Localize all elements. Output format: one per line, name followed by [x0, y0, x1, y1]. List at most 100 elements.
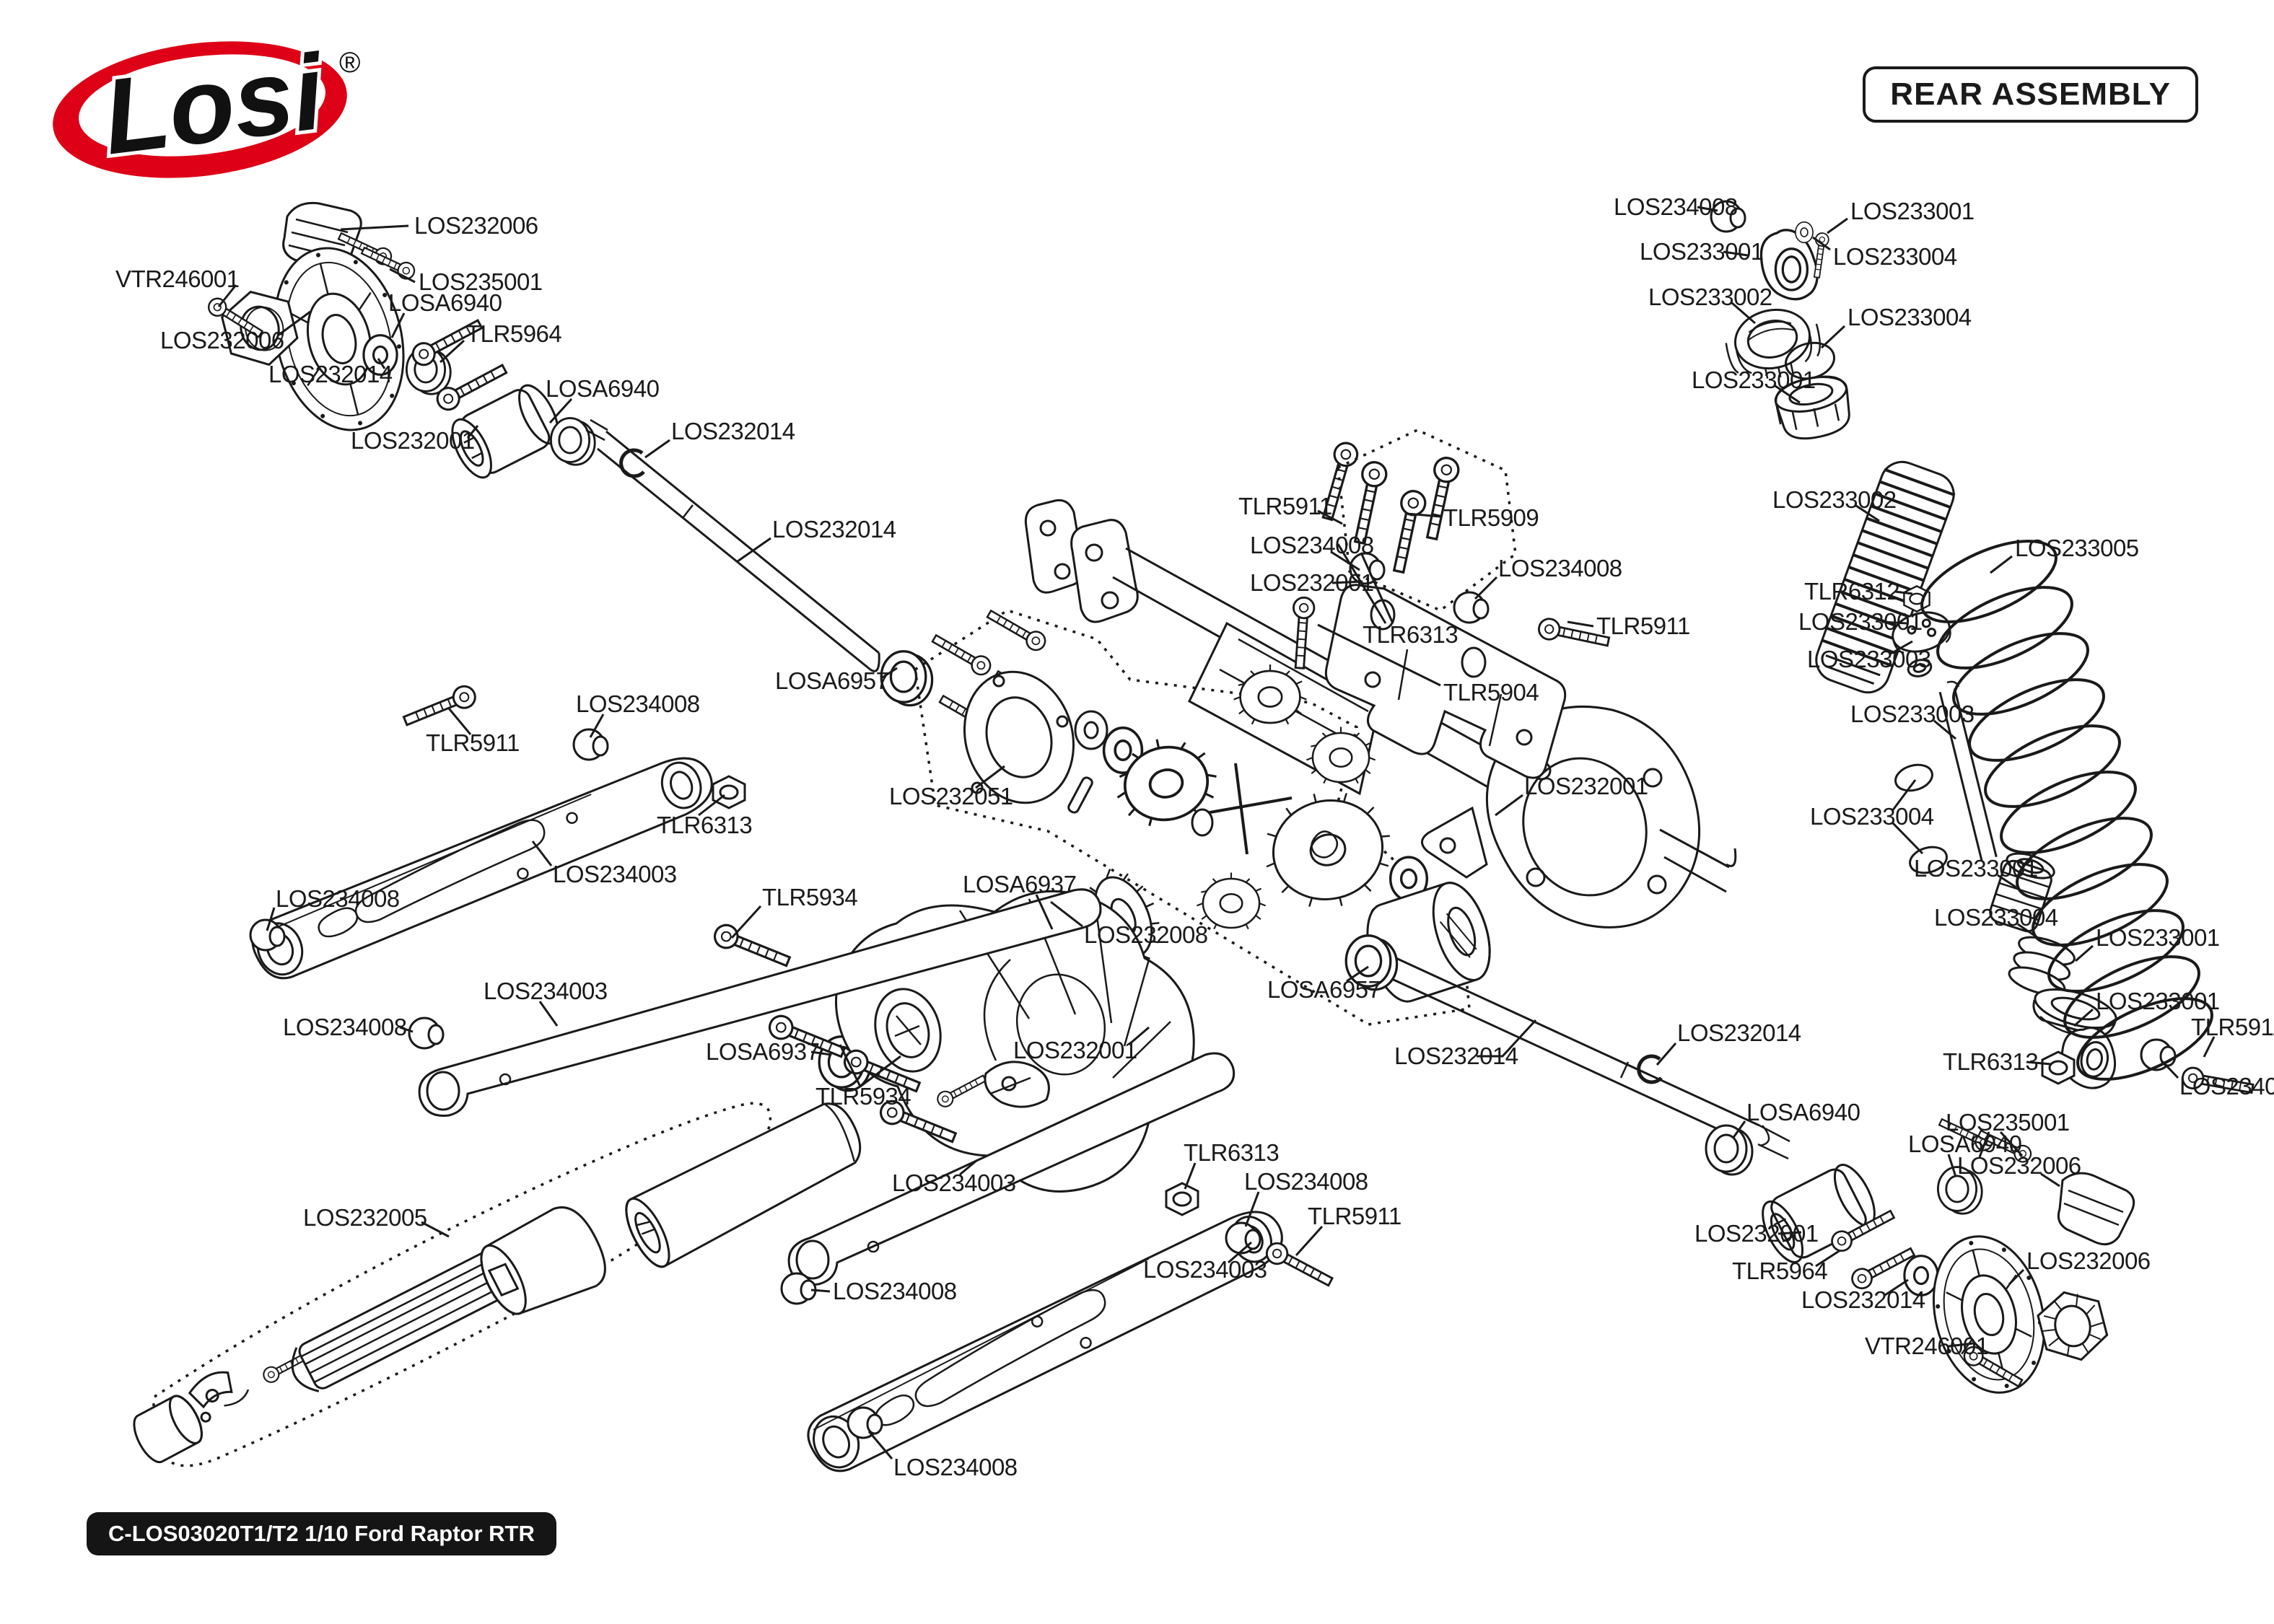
leader-line	[1331, 551, 1360, 571]
parts-art	[133, 200, 2255, 1472]
part-label: LOS234008	[1244, 1168, 1368, 1195]
leader-line	[1884, 1278, 1909, 1296]
leader-line	[1477, 1019, 1537, 1058]
leader-line	[399, 1026, 414, 1033]
leader-line	[531, 840, 553, 866]
leader-line	[1731, 1120, 1746, 1139]
leader-line	[1244, 1191, 1260, 1227]
part-label: LOS235001	[419, 268, 543, 295]
leader-line	[860, 1055, 901, 1088]
driveshaft-drawing	[133, 1061, 1050, 1464]
leader-line	[2017, 923, 2039, 939]
leader-line	[2008, 1268, 2025, 1286]
part-label: TLR5911	[2191, 1014, 2274, 1040]
leader-line	[1933, 719, 1956, 740]
leader-line	[1855, 504, 1880, 522]
part-label: LOS233001	[2096, 988, 2220, 1014]
leader-line	[1360, 552, 1394, 624]
shock-absorber-drawing	[1710, 200, 2255, 1100]
part-label: LOS232014	[1801, 1286, 1925, 1313]
part-label: TLR6313	[1363, 621, 1459, 648]
leader-line	[730, 905, 762, 939]
part-label: LOS233005	[2015, 535, 2139, 561]
leader-line	[1999, 1131, 2024, 1157]
part-label: LOS233003	[1807, 646, 1931, 672]
leader-line	[1812, 236, 1831, 251]
leader-line	[390, 312, 406, 338]
part-label: LOS232001	[1694, 1220, 1819, 1247]
axle-shaft-right-drawing	[1374, 954, 1790, 1160]
part-label: LOS233004	[1934, 904, 2058, 931]
part-label: LOS232014	[671, 418, 795, 444]
leader-line	[1723, 250, 1749, 257]
leader-line	[1035, 894, 1054, 930]
axle-shaft-left-drawing	[585, 418, 880, 672]
leader-line	[589, 714, 605, 738]
part-label: LOS232006	[160, 327, 284, 354]
leader-line	[1331, 580, 1363, 584]
leader-line	[439, 339, 465, 364]
leader-line	[737, 537, 771, 563]
part-label: LOS234003	[1143, 1256, 1267, 1283]
part-label: LOS233001	[1850, 198, 1975, 224]
part-label: LOS232005	[303, 1204, 427, 1231]
leader-line	[1697, 206, 1718, 212]
part-label: TLR6312	[1804, 578, 1900, 605]
leader-line	[1978, 1131, 1990, 1158]
part-label: LOSA6937	[963, 871, 1077, 897]
part-label: LOS234003	[892, 1169, 1016, 1196]
part-label: TLR5934	[815, 1083, 911, 1110]
part-label: LOS234008	[576, 690, 700, 717]
diff-internals-drawing	[928, 605, 1491, 1003]
part-label: LOS234008	[893, 1454, 1018, 1480]
registered-mark: ®	[339, 47, 360, 79]
part-label: TLR5911	[1238, 493, 1332, 519]
leader-line	[377, 358, 386, 369]
losi-logo-text: Losi	[97, 32, 331, 177]
leader-line	[2073, 1008, 2094, 1027]
part-label: LOS234008	[1614, 193, 1738, 220]
leader-line	[1891, 821, 1924, 855]
part-label: LOS233004	[1833, 243, 1957, 270]
part-label: LOS232006	[414, 212, 538, 239]
leader-line	[1656, 1043, 1677, 1066]
leader-line	[217, 284, 237, 307]
part-label: LOS232051	[889, 783, 1013, 809]
leader-line	[2161, 1060, 2179, 1079]
part-label: LOS232001	[351, 427, 475, 454]
part-label: TLR5904	[1443, 679, 1539, 706]
leader-line	[1881, 620, 1907, 625]
leader-line	[1775, 385, 1801, 404]
part-label: LOSA6940	[546, 375, 660, 402]
leader-line	[1128, 1026, 1150, 1046]
leader-line	[1890, 640, 1913, 655]
part-label: LOS233002	[1772, 486, 1897, 513]
part-label: LOS232006	[2026, 1247, 2151, 1274]
leader-line	[1317, 509, 1343, 525]
part-label: LOS232014	[1394, 1043, 1518, 1069]
leader-line	[1997, 874, 2017, 889]
part-label: LOS234003	[484, 978, 608, 1004]
leader-line	[880, 667, 898, 680]
leader-line	[548, 398, 573, 424]
part-label: LOS232001	[1250, 569, 1374, 596]
part-label: LOS232001	[1013, 1037, 1137, 1063]
part-label: LOSA6940	[1746, 1099, 1860, 1125]
leader-line	[1317, 623, 1441, 687]
part-label: LOS233001	[2096, 924, 2220, 951]
leader-line	[2040, 1172, 2060, 1188]
leader-line	[421, 1221, 450, 1238]
part-label: LOSA6957	[1267, 976, 1381, 1003]
leader-line	[2075, 944, 2094, 962]
leader-line	[1947, 1154, 1957, 1177]
part-label: TLR5911	[426, 729, 520, 756]
leader-line	[1827, 217, 1848, 234]
losi-logo-swoosh	[53, 41, 347, 178]
leader-line	[1891, 779, 1917, 812]
part-label: TLR6313	[1943, 1048, 2039, 1075]
part-label: LOS232014	[268, 361, 393, 387]
leader-line	[1990, 555, 2013, 574]
part-label: VTR246001	[115, 265, 240, 292]
page-title: REAR ASSEMBLY	[1863, 66, 2198, 123]
leader-line	[389, 268, 416, 284]
